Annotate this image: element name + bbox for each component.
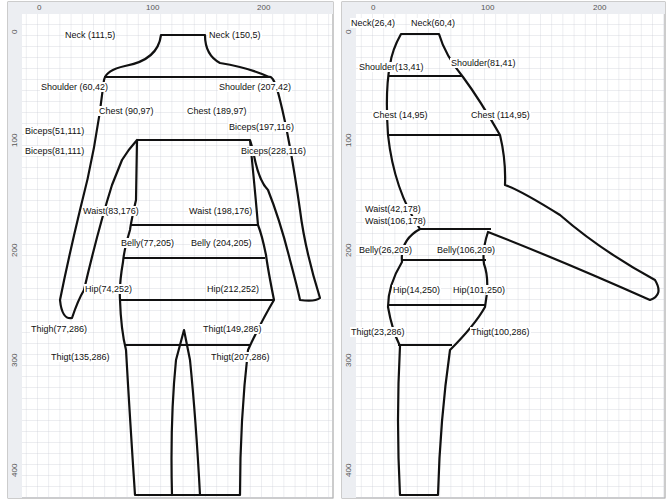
measurement-label: Shoulder (207,42)	[218, 82, 292, 92]
ruler-tick: 400	[10, 462, 19, 477]
ruler-tick: 0	[36, 3, 42, 12]
measurement-label: Belly(77,205)	[120, 238, 175, 248]
measurement-label: Neck(60,4)	[410, 18, 456, 28]
measurement-label: Waist (198,176)	[188, 206, 253, 216]
ruler-tick: 0	[370, 3, 376, 12]
measurement-label: Hip(101,250)	[452, 285, 506, 295]
measurement-label: Neck (111,5)	[64, 30, 116, 40]
measurement-label: Belly(106,209)	[436, 245, 496, 255]
measurement-label: Shoulder(81,41)	[450, 58, 517, 68]
ruler-tick: 100	[480, 3, 495, 12]
measurement-label: Waist(83,176)	[82, 206, 140, 216]
ruler-tick: 100	[145, 3, 160, 12]
measurement-label: Shoulder (60,42)	[40, 82, 109, 92]
measurement-label: Neck(26,4)	[350, 18, 396, 28]
measurement-label: Belly (204,205)	[190, 238, 253, 248]
measurement-label: Biceps(81,111)	[24, 146, 85, 156]
measurement-label: Thigt(23,286)	[350, 327, 406, 337]
measurement-label: Chest (114,95)	[470, 110, 531, 120]
ruler-tick: 400	[344, 462, 353, 477]
ruler-tick: 200	[592, 3, 607, 12]
measurement-label: Biceps(51,111)	[24, 126, 85, 136]
measurement-label: Chest (90,97)	[98, 106, 155, 116]
measurement-label: Hip(14,250)	[392, 285, 441, 295]
measurement-label: Thigh(77,286)	[30, 324, 88, 334]
measurement-label: Thigt(100,286)	[470, 327, 531, 337]
ruler-tick: 200	[256, 3, 271, 12]
measurement-label: Waist(42,178)	[364, 204, 422, 214]
ruler-tick: 200	[344, 242, 353, 257]
measurement-label: Thigt(207,286)	[210, 352, 271, 362]
measurement-label: Waist(106,178)	[364, 216, 427, 226]
ruler-tick: 0	[10, 29, 19, 35]
measurement-label: Shoulder(13,41)	[358, 62, 425, 72]
measurement-label: Thigt(135,286)	[50, 352, 111, 362]
measurement-label: Thigt(149,286)	[202, 324, 263, 334]
ruler-tick: 100	[344, 132, 353, 147]
measurement-label: Belly(26,209)	[358, 245, 413, 255]
measurement-label: Neck (150,5)	[208, 30, 262, 40]
ruler-tick: 0	[344, 29, 353, 35]
measurement-label: Hip(74,252)	[84, 284, 133, 294]
ruler-tick: 300	[344, 352, 353, 367]
ruler-tick: 100	[10, 132, 19, 147]
measurement-label: Chest (14,95)	[372, 110, 429, 120]
measurement-label: Hip(212,252)	[206, 284, 260, 294]
ruler-tick: 300	[10, 352, 19, 367]
measurement-label: Biceps(197,116)	[228, 122, 295, 132]
ruler-tick: 200	[10, 242, 19, 257]
measurement-label: Chest (189,97)	[186, 106, 248, 116]
measurement-label: Biceps(228,116)	[240, 146, 307, 156]
